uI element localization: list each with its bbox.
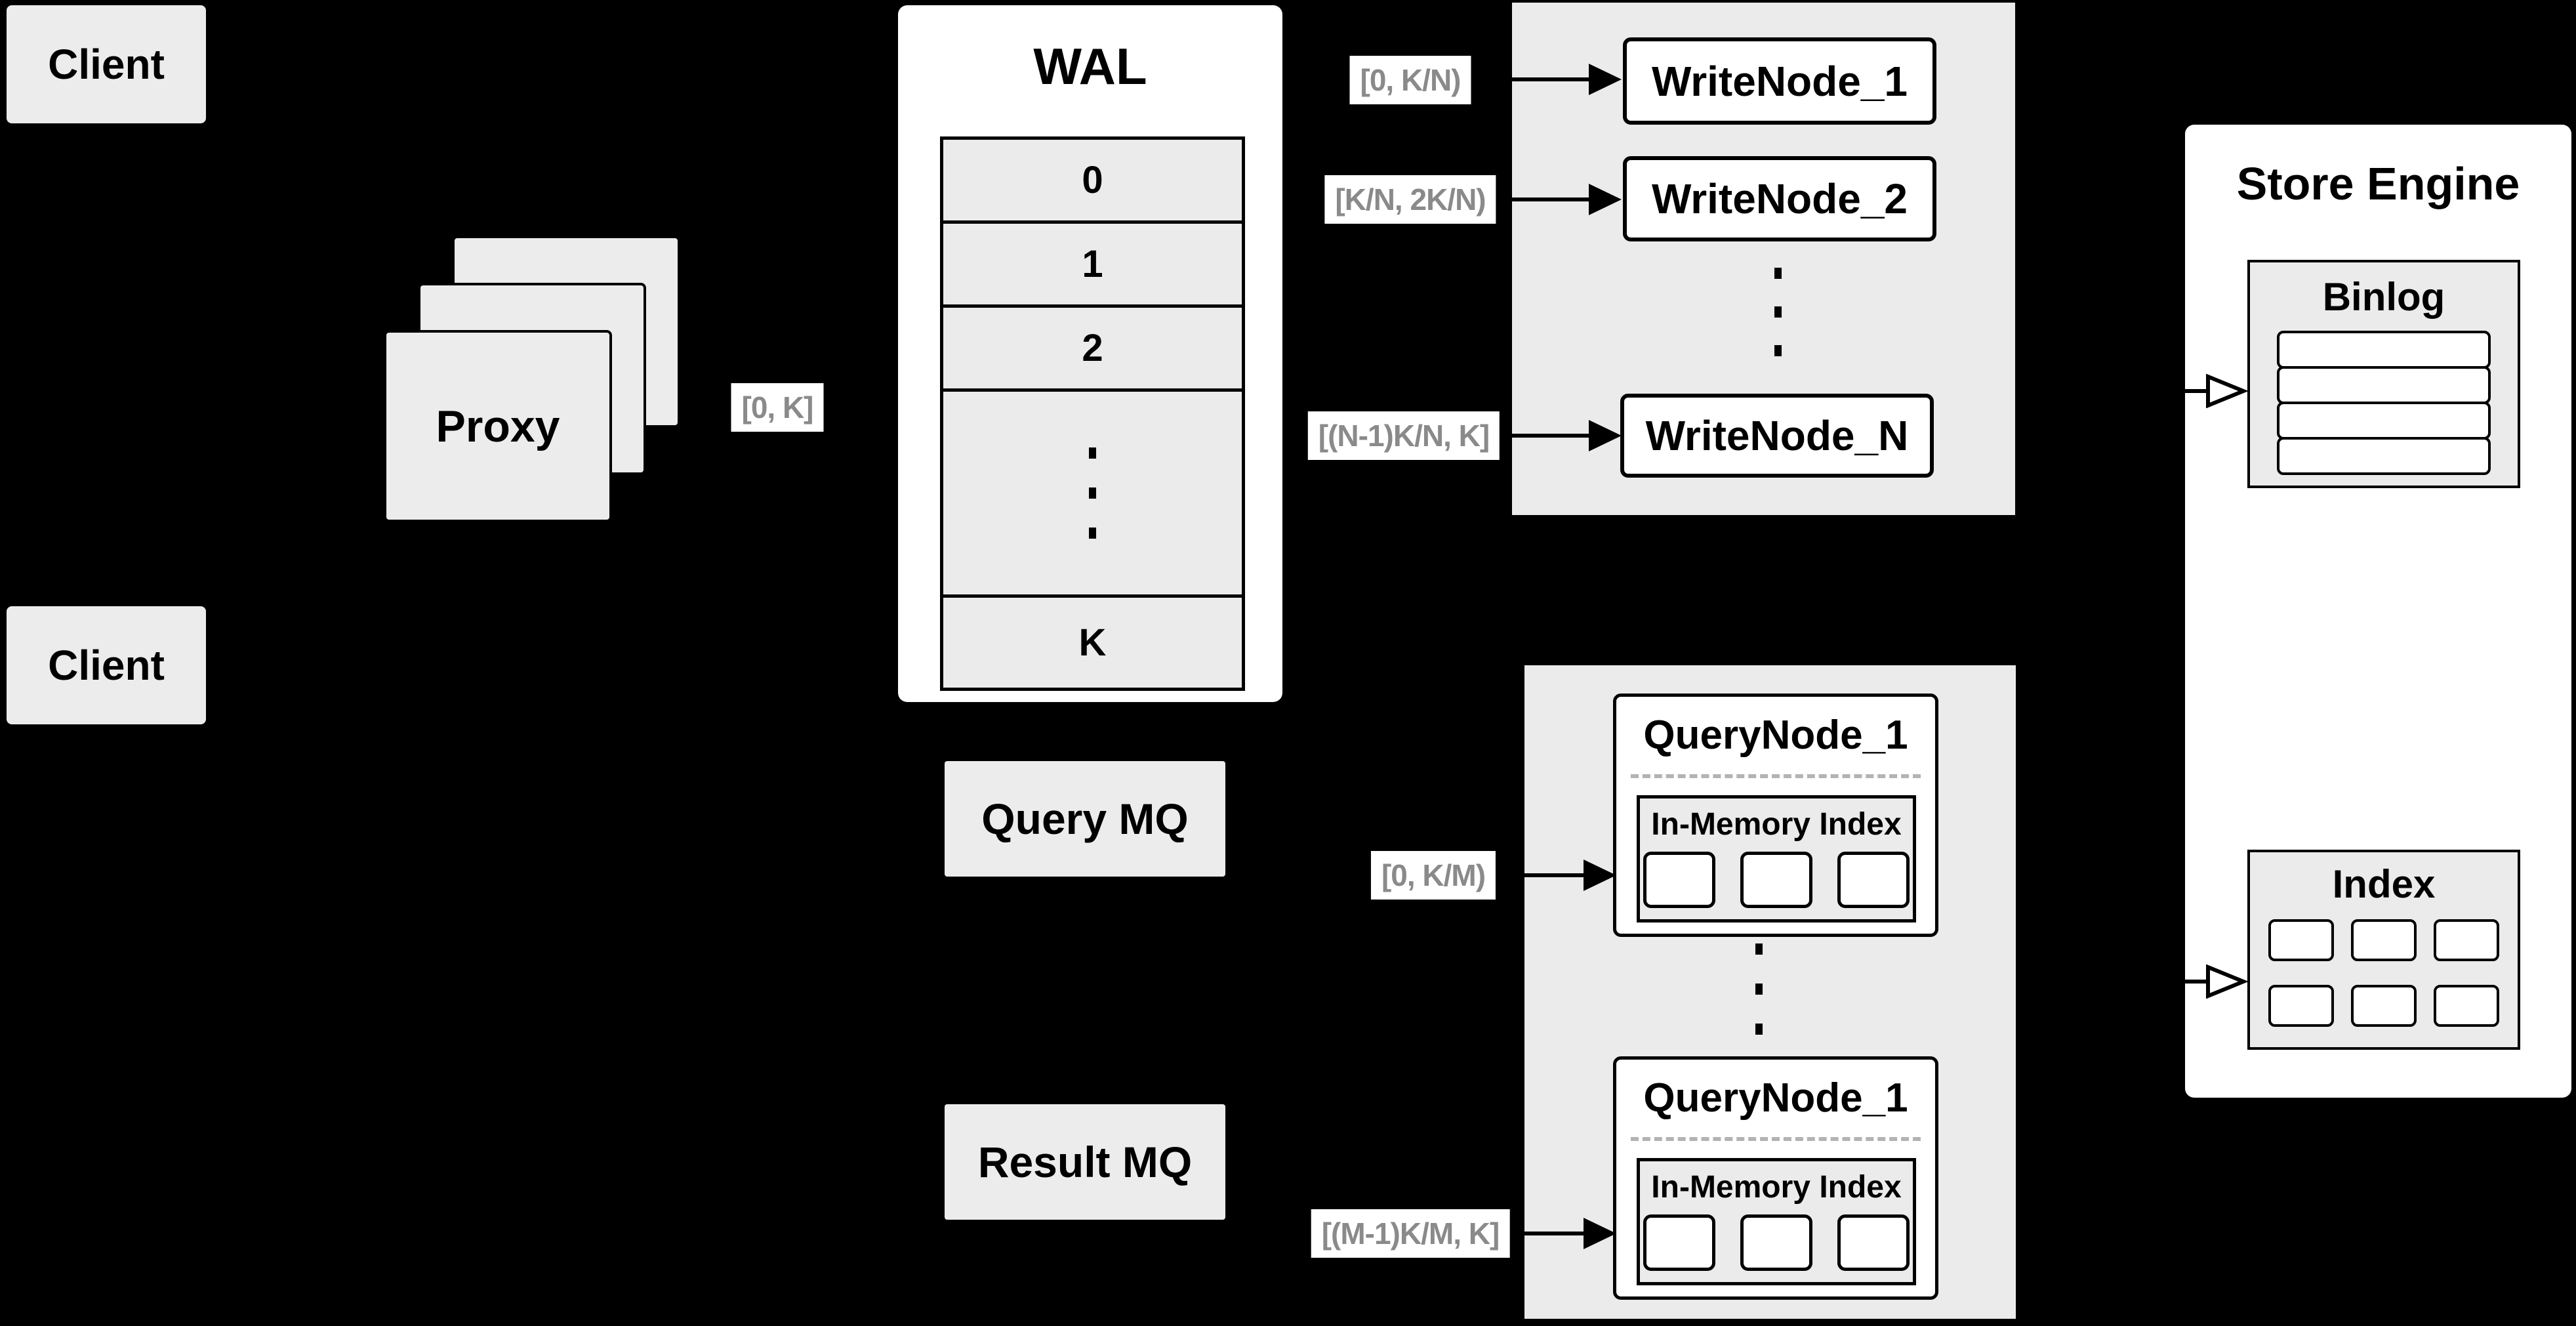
index-cell bbox=[2351, 919, 2417, 961]
result-mq-box: Result MQ bbox=[945, 1104, 1225, 1220]
binlog-row bbox=[2277, 437, 2491, 475]
wal-segment-row: 1 bbox=[943, 224, 1242, 308]
write-node-label: WriteNode_1 bbox=[1651, 57, 1908, 105]
client-box-top: Client bbox=[7, 5, 206, 123]
proxy-label: Proxy bbox=[436, 401, 560, 451]
range-label-write-2: [K/N, 2K/N) bbox=[1324, 175, 1496, 224]
arrow-line bbox=[2155, 389, 2213, 393]
arrow-right-icon bbox=[1584, 1218, 1616, 1249]
range-label-write-n: [(N-1)K/N, K] bbox=[1307, 411, 1500, 460]
wal-segment-row: K bbox=[943, 598, 1242, 688]
range-label-query-1: [0, K/M) bbox=[1370, 851, 1496, 900]
range-label-proxy: [0, K] bbox=[731, 383, 824, 432]
vertical-ellipsis-icon bbox=[1774, 268, 1782, 356]
index-segment-cell bbox=[1643, 852, 1715, 908]
dashed-divider bbox=[1631, 1137, 1921, 1141]
write-node-label: WriteNode_N bbox=[1645, 412, 1909, 459]
result-mq-label: Result MQ bbox=[977, 1138, 1193, 1186]
wal-card: WAL 0 1 2 K bbox=[898, 5, 1282, 702]
binlog-title: Binlog bbox=[2322, 275, 2445, 319]
index-box: Index bbox=[2247, 850, 2520, 1050]
index-segment-row bbox=[1640, 1214, 1913, 1271]
binlog-box: Binlog bbox=[2247, 260, 2520, 488]
range-label-write-1: [0, K/N) bbox=[1349, 56, 1471, 104]
binlog-row bbox=[2277, 331, 2491, 369]
client-box-bottom: Client bbox=[7, 606, 206, 724]
index-segment-cell bbox=[1837, 1214, 1910, 1271]
dashed-divider bbox=[1631, 774, 1921, 778]
in-memory-index-title: In-Memory Index bbox=[1651, 1170, 1902, 1205]
in-memory-index-box: In-Memory Index bbox=[1637, 1158, 1916, 1285]
wal-title: WAL bbox=[1033, 37, 1147, 95]
arrow-line bbox=[2155, 980, 2213, 984]
index-segment-cell bbox=[1837, 852, 1910, 908]
query-node-title: QueryNode_1 bbox=[1643, 712, 1908, 758]
binlog-rows bbox=[2250, 331, 2518, 475]
query-node-bottom: QueryNode_1 In-Memory Index bbox=[1613, 1056, 1938, 1300]
query-node-top: QueryNode_1 In-Memory Index bbox=[1613, 694, 1938, 937]
index-cell bbox=[2434, 985, 2499, 1027]
arrow-line bbox=[1473, 77, 1591, 81]
vertical-ellipsis-icon bbox=[1755, 943, 1763, 1035]
wal-segment-label: 0 bbox=[1082, 159, 1103, 201]
store-engine-title: Store Engine bbox=[2236, 158, 2520, 209]
vertical-ellipsis-icon bbox=[1089, 447, 1096, 459]
write-node-label: WriteNode_2 bbox=[1651, 175, 1908, 222]
wal-ellipsis-row bbox=[943, 392, 1242, 598]
write-node-2: WriteNode_2 bbox=[1623, 156, 1936, 241]
index-segment-cell bbox=[1740, 1214, 1812, 1271]
query-node-title: QueryNode_1 bbox=[1643, 1075, 1908, 1121]
proxy-box: Proxy bbox=[384, 330, 612, 522]
index-segment-cell bbox=[1643, 1214, 1715, 1271]
write-node-1: WriteNode_1 bbox=[1623, 37, 1936, 125]
index-grid bbox=[2250, 919, 2518, 1027]
index-cell bbox=[2268, 985, 2334, 1027]
wal-segment-table: 0 1 2 K bbox=[940, 136, 1245, 691]
index-title: Index bbox=[2332, 862, 2436, 906]
vertical-ellipsis-icon bbox=[1089, 528, 1096, 539]
index-segment-row bbox=[1640, 852, 1913, 908]
hollow-arrow-right-icon bbox=[2206, 964, 2247, 999]
binlog-row bbox=[2277, 402, 2491, 440]
wal-segment-label: 1 bbox=[1082, 243, 1103, 285]
client-label: Client bbox=[48, 642, 165, 689]
arrow-right-icon bbox=[1584, 860, 1616, 891]
query-mq-box: Query MQ bbox=[945, 761, 1225, 877]
wal-segment-label: K bbox=[1078, 621, 1107, 664]
range-label-query-m: [(M-1)K/M, K] bbox=[1311, 1209, 1510, 1258]
store-engine-card: Store Engine Binlog Index bbox=[2185, 125, 2571, 1098]
arrow-line bbox=[1473, 197, 1591, 201]
arrow-line bbox=[1486, 1232, 1585, 1235]
in-memory-index-box: In-Memory Index bbox=[1637, 795, 1916, 922]
arrow-line bbox=[1486, 873, 1585, 877]
index-segment-cell bbox=[1740, 852, 1812, 908]
wal-segment-row: 2 bbox=[943, 308, 1242, 392]
index-cell bbox=[2268, 919, 2334, 961]
write-node-n: WriteNode_N bbox=[1620, 394, 1934, 478]
index-grid-row bbox=[2268, 985, 2499, 1027]
arrow-right-icon bbox=[1589, 184, 1622, 215]
wal-segment-row: 0 bbox=[943, 140, 1242, 224]
index-grid-row bbox=[2268, 919, 2499, 961]
binlog-row bbox=[2277, 366, 2491, 404]
wal-segment-label: 2 bbox=[1082, 327, 1103, 369]
arrow-right-icon bbox=[1589, 64, 1622, 95]
client-label: Client bbox=[48, 41, 165, 88]
index-cell bbox=[2351, 985, 2417, 1027]
hollow-arrow-right-icon bbox=[2206, 374, 2247, 408]
arrow-line bbox=[1473, 434, 1591, 438]
query-mq-label: Query MQ bbox=[981, 795, 1189, 843]
vertical-ellipsis-icon bbox=[1089, 487, 1096, 499]
index-cell bbox=[2434, 919, 2499, 961]
arrow-right-icon bbox=[1589, 420, 1622, 451]
in-memory-index-title: In-Memory Index bbox=[1651, 807, 1902, 842]
